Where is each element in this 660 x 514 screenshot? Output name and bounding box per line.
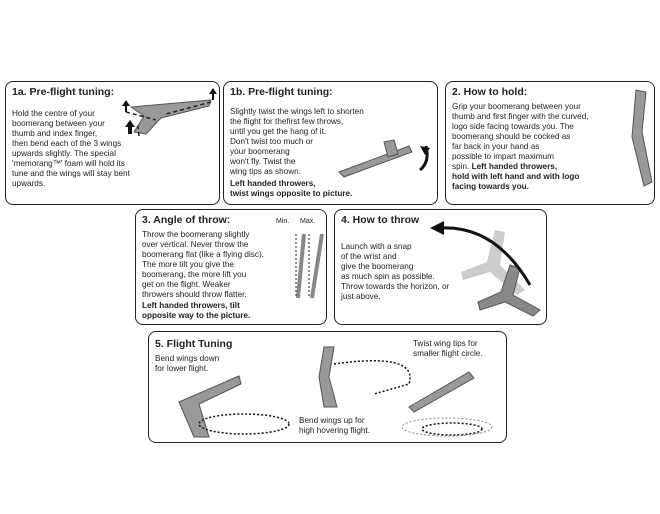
bend-down-text: Bend wings down for lower flight. <box>155 354 220 373</box>
angle-illustration <box>295 232 324 299</box>
normal-text: Grip your boomerang between your thumb a… <box>452 102 589 171</box>
panel-title: 4. How to throw <box>341 214 420 226</box>
hold-illustration <box>631 89 653 187</box>
panel-text: Launch with a snap of the wrist and give… <box>341 242 450 301</box>
panel-bold-text: Left handed throwers, tilt opposite way … <box>142 301 251 320</box>
wing-twist-illustration <box>338 139 430 178</box>
max-label: Max. <box>300 218 316 225</box>
panel-title: 1a. Pre-flight tuning: <box>12 86 115 98</box>
panel-text: Slightly twist the wings left to shorten… <box>230 107 364 176</box>
boomerang-bend-illustration <box>122 88 217 137</box>
panel-text: Grip your boomerang between your thumb a… <box>452 102 589 192</box>
panel-5: 5. Flight Tuning Bend wings down for low… <box>148 331 507 443</box>
bold-text: Left handed throwers, hold with left han… <box>452 162 580 191</box>
panel-2: 2. How to hold: Grip your boomerang betw… <box>445 81 655 205</box>
panel-1b: 1b. Pre-flight tuning: Slightly twist th… <box>223 81 438 205</box>
min-label: Min. <box>276 218 290 225</box>
panel-title: 3. Angle of throw: <box>142 214 231 226</box>
panel-title: 1b. Pre-flight tuning: <box>230 86 333 98</box>
panel-text: Throw the boomerang slightly over vertic… <box>142 230 264 299</box>
panel-title: 5. Flight Tuning <box>155 338 233 350</box>
bend-up-text: Bend wings up for high hovering flight. <box>299 416 371 435</box>
twist-tips-text: Twist wing tips for smaller flight circl… <box>413 339 483 358</box>
panel-1a: 1a. Pre-flight tuning: Hold the centre o… <box>5 81 220 205</box>
panel-4: 4. How to throw Launch with a snap of th… <box>334 209 547 325</box>
panel-3: 3. Angle of throw: Min. Max. Throw the b… <box>135 209 327 325</box>
panel-bold-text: Left handed throwers, twist wings opposi… <box>230 179 353 198</box>
flight-tuning-illustration <box>178 346 493 438</box>
panel-text: Hold the centre of your boomerang betwee… <box>12 109 130 188</box>
throw-illustration <box>430 221 541 317</box>
panel-title: 2. How to hold: <box>452 86 528 98</box>
